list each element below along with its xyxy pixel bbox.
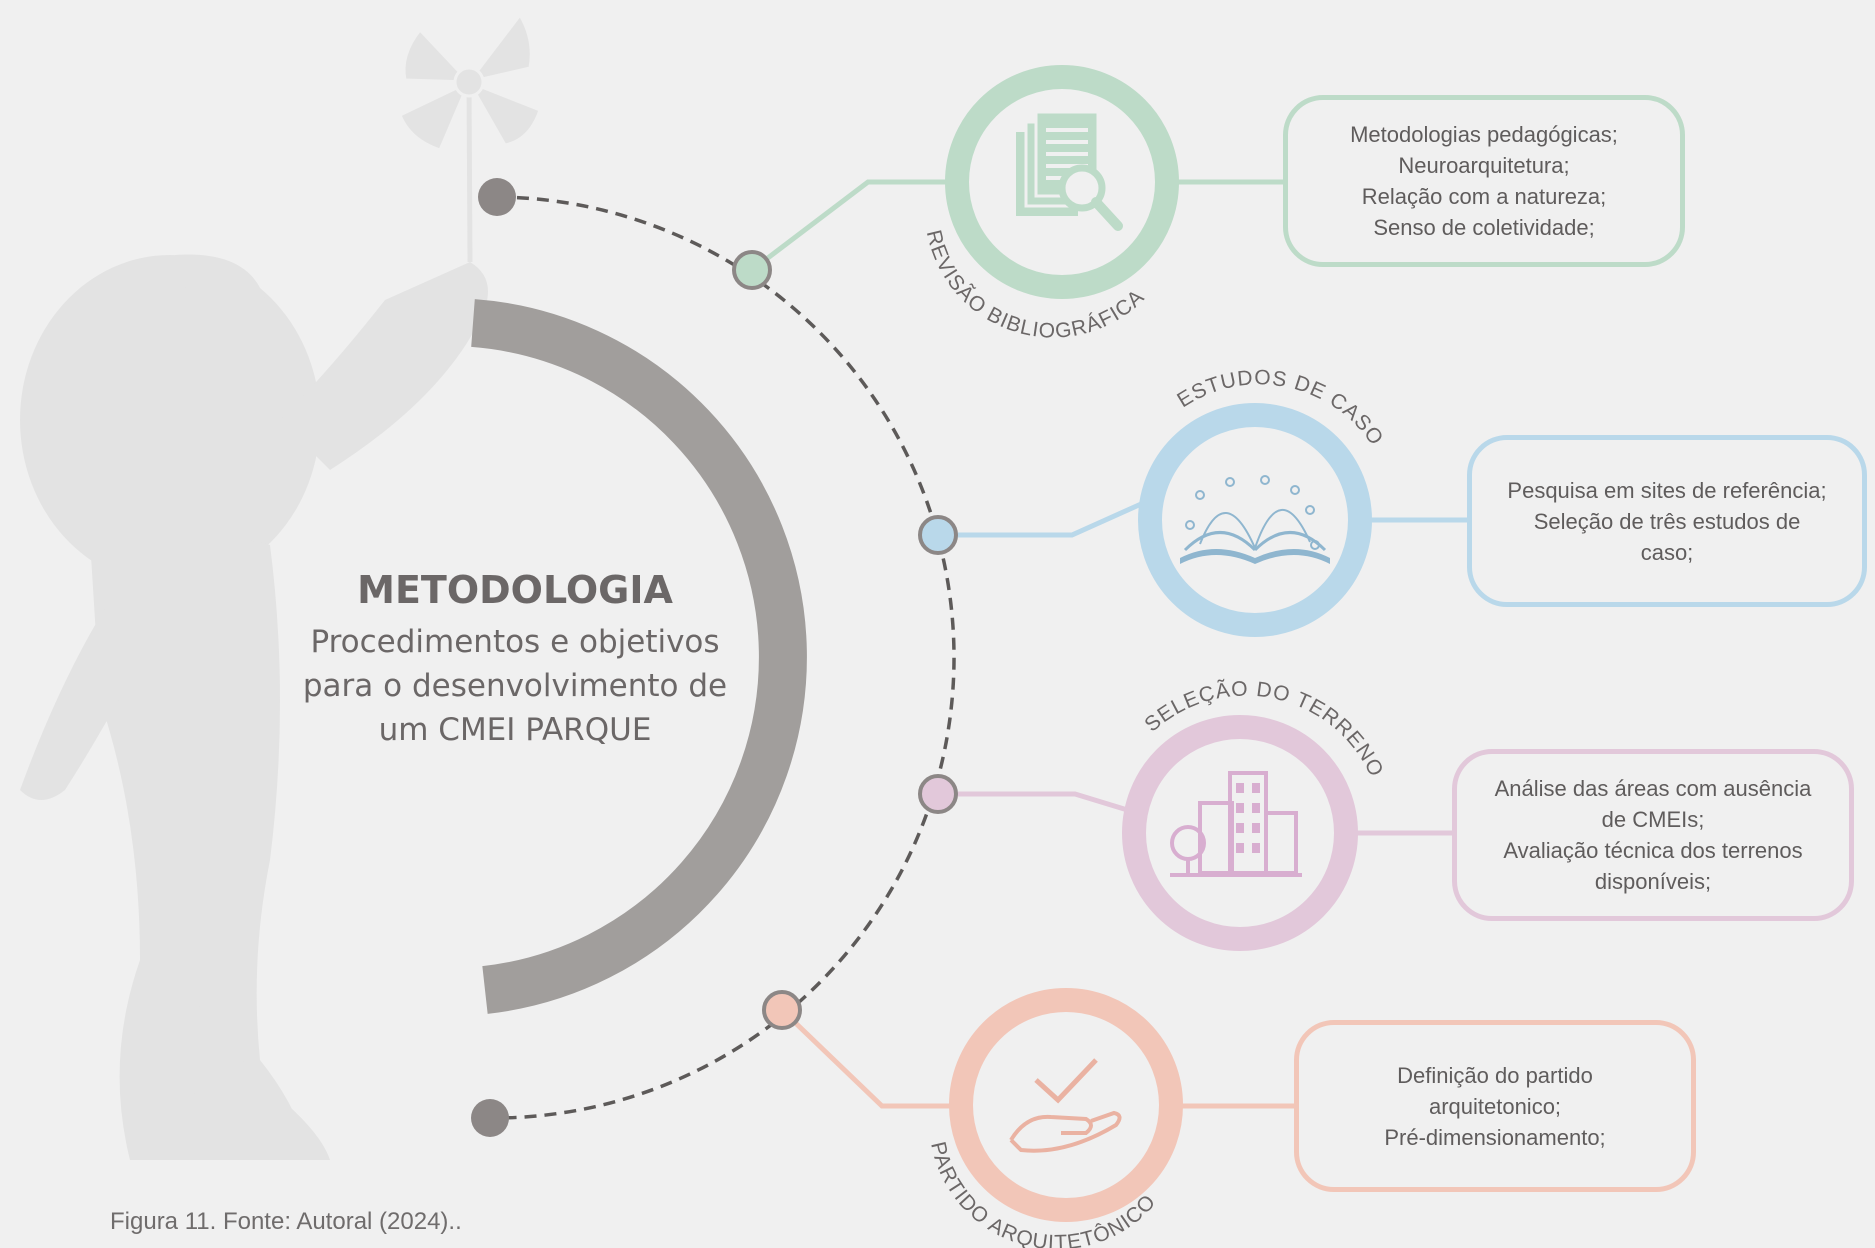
box-line: Metodologias pedagógicas;: [1350, 122, 1618, 147]
timeline-node: [762, 990, 802, 1030]
box-line: Pré-dimensionamento;: [1384, 1124, 1606, 1150]
box-line: Neuroarquitetura;: [1398, 153, 1570, 178]
step-2: SELEÇÃO DO TERRENO: [918, 677, 1452, 951]
document-search-icon: [1016, 110, 1123, 231]
revisao-bibliografica-box: Metodologias pedagógicas; Neuroarquitetu…: [1283, 95, 1685, 267]
box-line: Senso de coletividade;: [1373, 215, 1595, 240]
connector-line: [750, 179, 957, 272]
center-title: METODOLOGIA: [357, 568, 673, 612]
center-subtitle-line: Procedimentos e objetivos: [310, 624, 720, 660]
box-line: Seleção de três estudos de: [1533, 508, 1801, 534]
connector-line: [780, 1008, 961, 1109]
box-line: de CMEIs;: [1601, 807, 1705, 832]
box-line: arquitetonico;: [1428, 1093, 1562, 1119]
timeline-node: [918, 774, 958, 814]
box-line: caso;: [1640, 539, 1694, 565]
partido-arquitetonico-box: Definição do partido arquitetonico; Pré-…: [1294, 1020, 1696, 1192]
step-ring: [949, 988, 1183, 1222]
center-subtitle: Procedimentos e objetivos para o desenvo…: [280, 620, 750, 752]
step-0: REVISÃO BIBLIOGRÁFICA: [732, 65, 1283, 343]
box-line: disponíveis;: [1594, 869, 1712, 894]
figure-caption: Figura 11. Fonte: Autoral (2024)..: [110, 1208, 462, 1235]
city-buildings-icon: [1170, 771, 1302, 877]
center-subtitle-line: um CMEI PARQUE: [378, 712, 652, 748]
selecao-do-terreno-box: Análise das áreas com ausência de CMEIs;…: [1452, 749, 1854, 921]
hand-check-icon: [1009, 1058, 1122, 1153]
timeline-dashed-arc: [489, 195, 956, 1120]
timeline-node: [918, 515, 958, 555]
center-arc: [471, 299, 807, 1014]
timeline-start-dot: [478, 178, 516, 216]
center-subtitle-line: para o desenvolvimento de: [302, 668, 728, 704]
connector-line: [938, 497, 1152, 538]
step-ring: [1138, 403, 1372, 637]
child-silhouette: [20, 254, 488, 1160]
timeline-end-dot: [471, 1099, 509, 1137]
box-line: Definição do partido: [1397, 1062, 1593, 1088]
box-line: Avaliação técnica dos terrenos: [1503, 838, 1803, 863]
step-1: ESTUDOS DE CASO: [918, 366, 1467, 637]
estudos-de-caso-box: Pesquisa em sites de referência; Seleção…: [1467, 435, 1867, 607]
pinwheel-icon: [398, 12, 542, 263]
box-line: Pesquisa em sites de referência;: [1507, 477, 1827, 503]
box-line: Relação com a natureza;: [1361, 184, 1607, 209]
step-3: PARTIDO ARQUITETÔNICO: [762, 988, 1294, 1248]
timeline-node: [732, 250, 772, 290]
open-book-icon: [1180, 475, 1330, 564]
connector-line: [938, 791, 1135, 815]
box-line: Análise das áreas com ausência: [1494, 776, 1812, 801]
